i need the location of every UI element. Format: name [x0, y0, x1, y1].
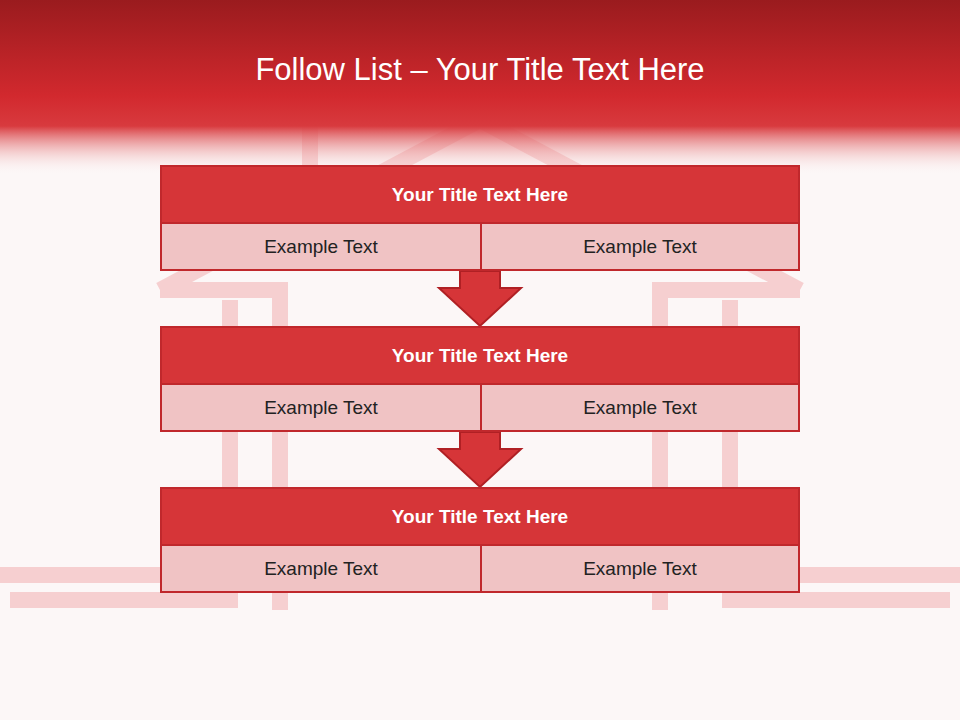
header-band	[0, 0, 960, 175]
cell-text: Example Text	[575, 397, 705, 419]
house-illustration	[0, 120, 960, 610]
text-cell: Example Text	[480, 544, 800, 593]
cell-text: Example Text	[256, 397, 386, 419]
cell-text: Example Text	[575, 236, 705, 258]
cell-text: Example Text	[256, 236, 386, 258]
text-cell: Example Text	[480, 222, 800, 271]
step-box: Your Title Text HereExample Text Example …	[160, 487, 800, 593]
cell-text: Example Text	[575, 558, 705, 580]
block-arrow	[439, 432, 521, 487]
block-arrow	[439, 271, 521, 326]
step-title: Your Title Text Here	[162, 167, 798, 222]
step-box: Your Title Text HereExample Text Example …	[160, 165, 800, 271]
step-box: Your Title Text HereExample Text Example …	[160, 326, 800, 432]
step-title: Your Title Text Here	[162, 328, 798, 383]
text-cell: Example Text	[160, 544, 482, 593]
cell-text: Example Text	[256, 558, 386, 580]
slide-title: Follow List – Your Title Text Here	[0, 52, 960, 88]
text-cell: Example Text	[160, 222, 482, 271]
step-title: Your Title Text Here	[162, 489, 798, 544]
text-cell: Example Text	[480, 383, 800, 432]
text-cell: Example Text	[160, 383, 482, 432]
